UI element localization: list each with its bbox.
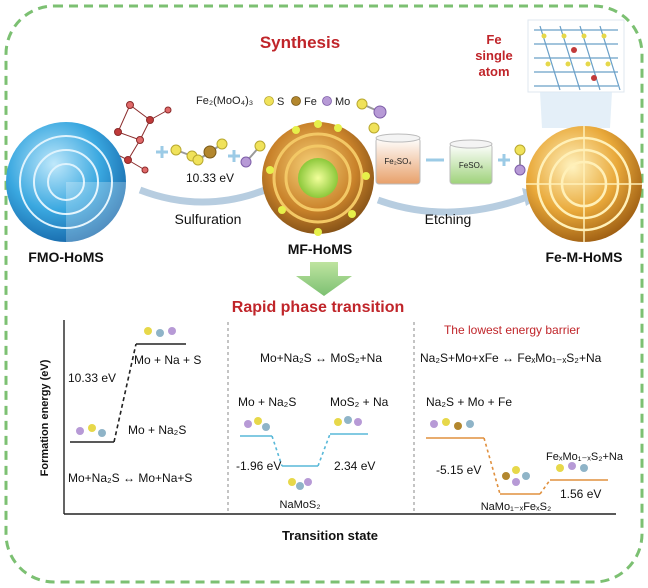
panel1-energy: 10.33 eV [68,371,116,385]
panel2-right-state: MoS₂ + Na [330,395,389,409]
panel2-left-molecule-icon [244,417,270,431]
panel3-right-molecule-icon [556,462,588,472]
mf-homs-sphere-icon [262,120,374,236]
panel2-intermediate: NaMoS₂ [280,499,321,511]
fe-s-molecule-icon [192,138,228,166]
inset-projection-beam [540,92,612,128]
etching-arrow [376,192,532,216]
panel1-bottom-molecule-icon [76,424,106,437]
panel2-reaction: Mo+Na₂S ↔ MoS₂+Na [260,351,382,365]
legend-s-dot [264,96,274,106]
x-axis-label: Transition state [282,528,378,543]
panel3-right-energy: 1.56 eV [560,487,601,501]
panel2-right-molecule-icon [334,416,362,426]
panel3-left-energy: -5.15 eV [436,463,481,477]
panel3-reaction: Na₂S+Mo+xFe ↔ FeₓMo₁₋ₓS₂+Na [420,351,602,365]
beaker-feso4-icon [449,139,493,185]
panel2-left-energy: -1.96 eV [236,459,281,473]
panel2-energy-path [240,433,368,467]
panel1-reaction: Mo+Na₂S ↔ Mo+Na+S [68,471,192,485]
panel3-intermediate-molecule-icon [502,466,530,486]
panel3-header: The lowest energy barrier [444,323,580,337]
legend-fe: Fe [304,96,317,108]
panel3-right-state: FeₓMo₁₋ₓS₂+Na [546,451,624,463]
panel2-right-energy: 2.34 eV [334,459,375,473]
fmo-homs-sphere-icon [6,122,126,242]
sulfuration-arrow [138,184,272,206]
plus-icon-3 [498,154,510,166]
panel1-bottom-state: Mo + Na₂S [128,423,186,437]
beaker-fe2so4-icon [375,133,421,185]
plus-icon-2 [228,150,240,162]
mo-fe-molecule-icon [356,98,387,134]
panel3-left-state: Na₂S + Mo + Fe [426,395,512,409]
beaker-fe2so4-label: Fe₂SO₄ [384,157,411,166]
panel2-left-state: Mo + Na₂S [238,395,296,409]
etching-label: Etching [425,211,472,227]
fe-single-atom-line-3: atom [478,64,509,79]
y-axis-label: Formation energy (eV) [39,359,51,476]
legend-formula: Fe₂(MoO₄)₃ [196,95,253,107]
beaker-feso4-label: FeSO₄ [459,161,483,170]
sulfuration-label: Sulfuration [175,211,242,227]
legend-s: S [277,96,284,108]
legend-mo-dot [322,96,332,106]
s-mo-molecule-icon [514,144,526,176]
fe-single-atom-line-2: single [475,48,513,63]
mo-s-molecule-icon [240,140,266,168]
crystal-lattice-inset [527,19,625,93]
down-arrow-icon [296,262,352,296]
mf-homs-label: MF-HoMS [288,241,353,257]
fe-single-atom-line-1: Fe [486,32,501,47]
panel3-left-molecule-icon [430,418,474,430]
legend-fe-dot [291,96,301,106]
legend-mo: Mo [335,96,350,108]
panel2-intermediate-molecule-icon [288,478,312,490]
fe-m-homs-sphere-icon [526,126,642,242]
fmo-homs-label: FMO-HoMS [28,249,103,265]
synthesis-title: Synthesis [260,33,340,52]
panel1-top-state: Mo + Na + S [134,353,201,367]
panel1-energy-path [70,343,186,443]
outer-dashed-frame [4,4,644,584]
synthesis-energy-label: 10.33 eV [186,171,234,185]
panel3-intermediate: NaMo₁₋ₓFeₓS₂ [481,501,552,513]
fe-m-homs-label: Fe-M-HoMS [546,249,623,265]
panel3-energy-path [426,437,608,495]
plus-icon-1 [156,146,168,158]
panel1-top-molecule-icon [144,327,176,337]
rapid-phase-title: Rapid phase transition [232,299,404,316]
